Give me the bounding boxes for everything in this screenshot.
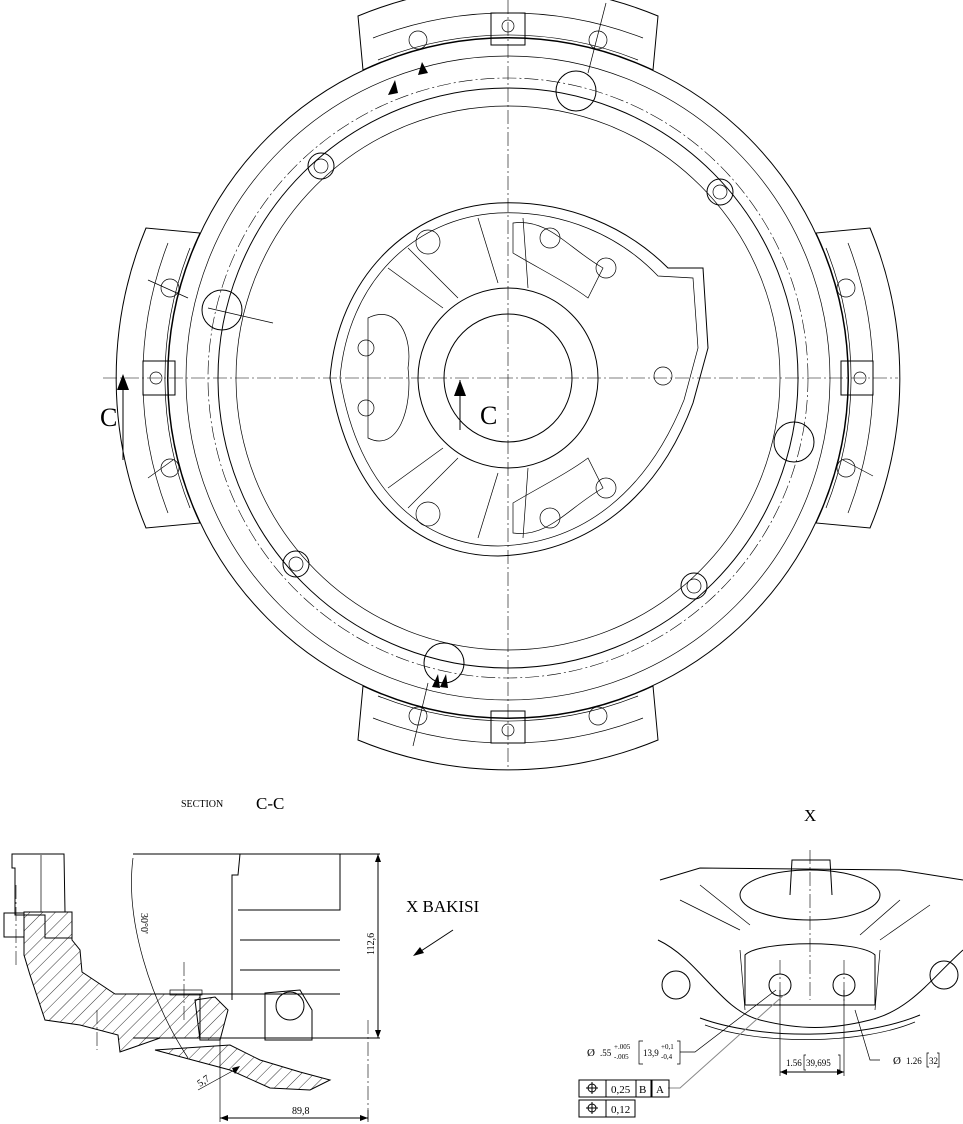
- hole-small-tol-plus-in: +.005: [614, 1043, 631, 1051]
- hole-large-value-in: 1.26: [906, 1056, 922, 1066]
- section-marker-left: C: [100, 403, 117, 432]
- position-icon: [586, 1102, 598, 1114]
- position-icon: [586, 1082, 598, 1094]
- hole-small-value-in: .55: [600, 1048, 612, 1058]
- spacing-value-mm: 39,695: [806, 1058, 831, 1068]
- section-label-large: C-C: [256, 794, 284, 813]
- view-direction-label: X BAKISI: [406, 897, 480, 916]
- dim-thickness: 5,7: [195, 1073, 212, 1089]
- fcf2-tolerance: 0,12: [611, 1104, 630, 1116]
- hole-small-tol-plus-mm: +0,1: [661, 1043, 674, 1051]
- main-plan-view: [103, 0, 901, 771]
- feature-control-frame-1: [578, 1079, 670, 1098]
- fcf1-datum-b: B: [639, 1084, 646, 1096]
- fcf1-datum-a: A: [656, 1084, 664, 1096]
- bolt-circle: [207, 77, 809, 679]
- detail-x-view: [657, 850, 963, 1040]
- section-dimensions: [131, 854, 381, 1122]
- hole-small-tol-minus-in: -.005: [614, 1053, 629, 1061]
- hole-large-diameter-symbol: Ø: [893, 1055, 901, 1067]
- hole-large-value-mm: 32: [929, 1056, 938, 1066]
- dim-angle: 30°0': [138, 913, 149, 934]
- rim-segment: [357, 0, 659, 71]
- hole-small-tol-minus-mm: -0,4: [661, 1053, 673, 1061]
- dim-width: 89,8: [292, 1106, 310, 1117]
- section-line-marker-left: [117, 374, 129, 460]
- section-view: [3, 853, 380, 1120]
- hole-small-value-mm: 13,9: [643, 1048, 659, 1058]
- view-direction-arrow: [417, 929, 454, 954]
- detail-x-title: X: [804, 806, 816, 825]
- flange-ring: [217, 87, 799, 669]
- spacing-value-in: 1.56: [786, 1058, 802, 1068]
- section-label-small: SECTION: [181, 799, 223, 810]
- fcf1-tolerance: 0,25: [611, 1084, 631, 1096]
- dim-height: 112,6: [366, 933, 377, 955]
- hole-small-diameter-symbol: Ø: [587, 1047, 595, 1059]
- section-marker-right: C: [480, 401, 497, 430]
- detail-dimensions: [668, 989, 880, 1089]
- central-hub: [329, 202, 709, 557]
- feature-control-frame-2: [578, 1099, 636, 1118]
- section-line-marker-right: [454, 380, 466, 430]
